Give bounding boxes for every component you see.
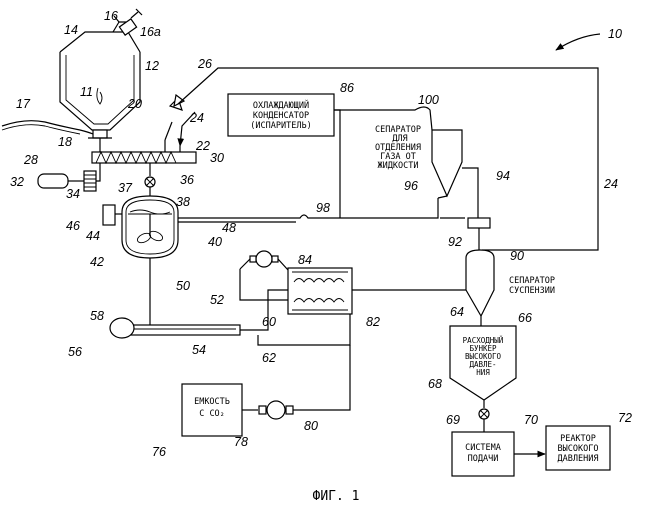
svg-text:58: 58 [90, 309, 104, 323]
svg-text:80: 80 [304, 419, 318, 433]
hp-reactor-label: РЕАКТОР ВЫСОКОГО ДАВЛЕНИЯ [558, 434, 599, 464]
condenser-label: ОХЛАЖДАЮЩИЙ КОНДЕНСАТОР (ИСПАРИТЕЛЬ) [250, 99, 311, 131]
svg-text:ОХЛАЖДАЮЩИЙ: ОХЛАЖДАЮЩИЙ [253, 99, 309, 111]
svg-text:94: 94 [496, 169, 510, 183]
svg-text:42: 42 [90, 255, 104, 269]
svg-text:18: 18 [58, 135, 72, 149]
svg-text:70: 70 [524, 413, 538, 427]
svg-text:11: 11 [80, 85, 93, 99]
svg-text:ВЫСОКОГО: ВЫСОКОГО [558, 444, 599, 454]
svg-text:ЕМКОСТЬ: ЕМКОСТЬ [194, 397, 230, 407]
feed-system-label: СИСТЕМА ПОДАЧИ [465, 443, 501, 464]
svg-text:28: 28 [23, 153, 38, 167]
svg-text:СУСПЕНЗИИ: СУСПЕНЗИИ [509, 286, 555, 296]
svg-text:НИЯ: НИЯ [476, 368, 490, 377]
svg-text:ДАВЛЕНИЯ: ДАВЛЕНИЯ [558, 454, 599, 464]
svg-text:37: 37 [118, 181, 133, 195]
svg-text:16a: 16a [140, 25, 161, 39]
svg-text:52: 52 [210, 293, 224, 307]
svg-text:24: 24 [189, 111, 204, 125]
svg-text:СИСТЕМА: СИСТЕМА [465, 443, 501, 453]
svg-text:РЕАКТОР: РЕАКТОР [560, 434, 596, 444]
svg-text:20: 20 [127, 97, 142, 111]
svg-text:12: 12 [145, 59, 159, 73]
svg-text:68: 68 [428, 377, 442, 391]
svg-text:38: 38 [176, 195, 190, 209]
svg-text:СЕПАРАТОР: СЕПАРАТОР [509, 276, 555, 286]
svg-text:(ИСПАРИТЕЛЬ): (ИСПАРИТЕЛЬ) [250, 121, 311, 131]
svg-text:44: 44 [86, 229, 100, 243]
svg-text:98: 98 [316, 201, 330, 215]
svg-text:32: 32 [10, 175, 24, 189]
svg-text:84: 84 [298, 253, 312, 267]
reactor-40 [103, 163, 178, 258]
heat-exchanger-82 [288, 268, 352, 314]
figure-caption: ФИГ. 1 [313, 489, 360, 504]
svg-text:40: 40 [208, 235, 222, 249]
svg-text:100: 100 [418, 93, 439, 107]
svg-text:90: 90 [510, 249, 524, 263]
svg-text:82: 82 [366, 315, 380, 329]
suspension-separator-label: СЕПАРАТОР СУСПЕНЗИИ [509, 276, 555, 296]
svg-text:ЖИДКОСТИ: ЖИДКОСТИ [378, 161, 419, 171]
svg-text:34: 34 [66, 187, 80, 201]
svg-text:30: 30 [210, 151, 224, 165]
svg-text:64: 64 [450, 305, 464, 319]
svg-text:72: 72 [618, 411, 632, 425]
cable-17 [2, 121, 93, 134]
svg-text:ПОДАЧИ: ПОДАЧИ [468, 454, 499, 464]
svg-text:КОНДЕНСАТОР: КОНДЕНСАТОР [253, 111, 309, 121]
svg-text:78: 78 [234, 435, 248, 449]
svg-text:48: 48 [222, 221, 236, 235]
svg-text:86: 86 [340, 81, 354, 95]
svg-text:69: 69 [446, 413, 460, 427]
svg-text:96: 96 [404, 179, 418, 193]
pump-84 [240, 251, 288, 300]
svg-text:17: 17 [16, 97, 31, 111]
pump-80 [259, 401, 300, 419]
svg-text:16: 16 [104, 9, 118, 23]
svg-text:С CO₂: С CO₂ [199, 409, 225, 419]
pipe-52 [110, 318, 240, 338]
svg-text:54: 54 [192, 343, 206, 357]
svg-text:62: 62 [262, 351, 276, 365]
svg-text:36: 36 [180, 173, 194, 187]
svg-text:46: 46 [66, 219, 80, 233]
reference-numerals: 10 11 12 14 16 16a 17 18 20 22 24 24 26 … [10, 9, 632, 459]
svg-text:22: 22 [195, 139, 210, 153]
gas-separator-label: СЕПАРАТОР ДЛЯ ОТДЕЛЕНИЯ ГАЗА ОТ ЖИДКОСТИ [375, 125, 421, 171]
svg-text:24: 24 [603, 177, 618, 191]
svg-text:50: 50 [176, 279, 190, 293]
svg-text:10: 10 [608, 27, 622, 41]
svg-text:60: 60 [262, 315, 276, 329]
svg-text:92: 92 [448, 235, 462, 249]
svg-text:56: 56 [68, 345, 82, 359]
svg-text:14: 14 [64, 23, 78, 37]
svg-text:76: 76 [152, 445, 166, 459]
svg-text:66: 66 [518, 311, 532, 325]
feed-hopper [60, 32, 140, 138]
valve-26 [170, 95, 184, 110]
suspension-separator [466, 250, 494, 316]
svg-text:26: 26 [197, 57, 212, 71]
